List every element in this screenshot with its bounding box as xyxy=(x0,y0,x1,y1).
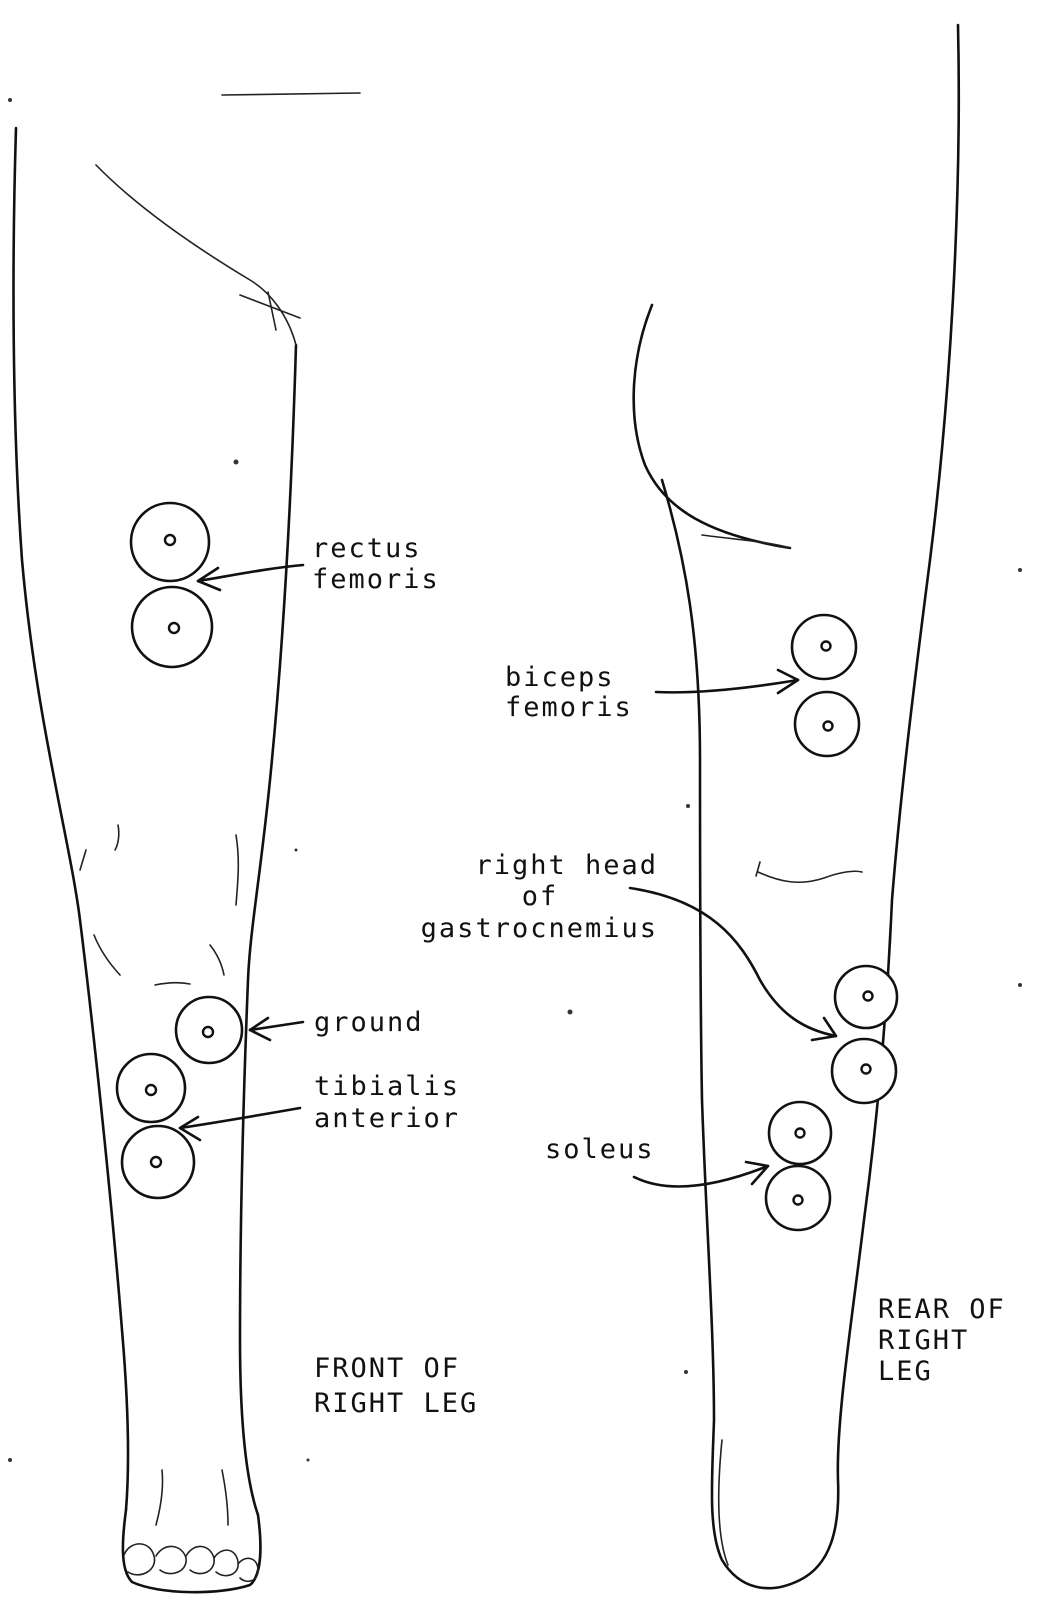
svg-text:femoris: femoris xyxy=(312,564,440,595)
label-ground: ground xyxy=(314,1007,424,1038)
arrow-biceps-femoris xyxy=(656,670,798,693)
arrow-ground xyxy=(250,1018,303,1040)
arrow-tibialis-anterior xyxy=(180,1108,300,1140)
electrode-biceps-femoris-lower xyxy=(795,692,859,756)
arrow-gastrocnemius xyxy=(630,888,836,1040)
label-gastrocnemius: right head of gastrocnemius xyxy=(421,850,658,944)
svg-text:femoris: femoris xyxy=(505,692,633,723)
label-rectus-femoris: rectus femoris xyxy=(312,533,440,595)
svg-text:of: of xyxy=(522,881,559,912)
electrode-gastrocnemius-upper xyxy=(835,966,897,1028)
scan-specks xyxy=(8,98,1022,1462)
svg-text:ground: ground xyxy=(314,1007,424,1038)
svg-text:LEG: LEG xyxy=(878,1356,933,1387)
svg-text:REAR OF: REAR OF xyxy=(878,1294,1006,1325)
svg-text:right head: right head xyxy=(475,850,658,881)
arrow-soleus xyxy=(634,1162,768,1186)
electrode-gastrocnemius-lower xyxy=(832,1039,896,1103)
label-front-caption: FRONT OF RIGHT LEG xyxy=(314,1353,478,1419)
electrode-rectus-femoris-lower xyxy=(132,587,212,667)
svg-text:rectus: rectus xyxy=(312,533,422,564)
label-tibialis-anterior: tibialis anterior xyxy=(314,1071,460,1134)
label-soleus: soleus xyxy=(545,1134,655,1165)
electrode-rectus-femoris-upper xyxy=(131,503,209,581)
electrode-tibialis-anterior-lower xyxy=(122,1126,194,1198)
label-rear-caption: REAR OF RIGHT LEG xyxy=(878,1294,1006,1387)
svg-text:tibialis: tibialis xyxy=(314,1071,460,1102)
svg-text:biceps: biceps xyxy=(505,662,615,693)
svg-text:FRONT OF: FRONT OF xyxy=(314,1353,460,1384)
electrode-soleus-upper xyxy=(769,1102,831,1164)
svg-text:gastrocnemius: gastrocnemius xyxy=(421,913,658,944)
electrode-ground xyxy=(176,997,242,1063)
svg-text:RIGHT: RIGHT xyxy=(878,1325,969,1356)
electrode-tibialis-anterior-upper xyxy=(117,1054,185,1122)
svg-text:anterior: anterior xyxy=(314,1103,460,1134)
label-biceps-femoris: biceps femoris xyxy=(505,662,633,723)
electrode-biceps-femoris-upper xyxy=(792,615,856,679)
front-leg-outline xyxy=(14,93,360,1592)
electrode-soleus-lower xyxy=(766,1166,830,1230)
svg-text:RIGHT LEG: RIGHT LEG xyxy=(314,1388,478,1419)
svg-text:soleus: soleus xyxy=(545,1134,655,1165)
